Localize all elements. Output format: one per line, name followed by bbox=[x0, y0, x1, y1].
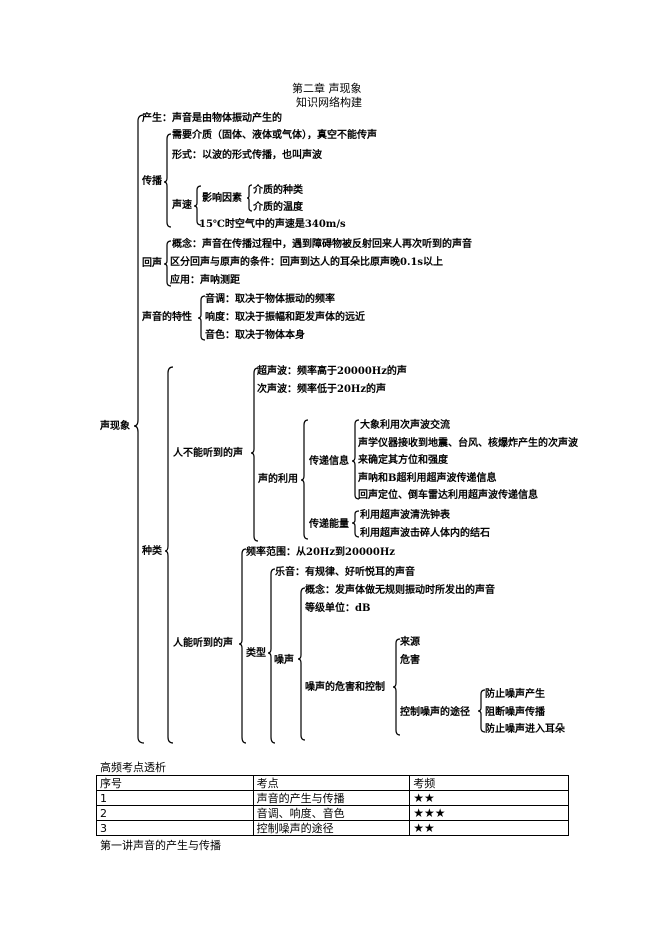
zhonglei-label: 种类 bbox=[142, 546, 162, 557]
energy-1: 利用超声波清洗钟表 bbox=[360, 510, 450, 521]
factor-1: 介质的种类 bbox=[253, 185, 303, 196]
table-row: 2 音调、响度、音色 ★★★ bbox=[96, 805, 569, 821]
noise-harm: 危害 bbox=[400, 655, 420, 666]
row-topic: 声音的产生与传播 bbox=[252, 790, 411, 806]
row-topic: 音调、响度、音色 bbox=[252, 805, 411, 821]
way-2: 阻断噪声传播 bbox=[485, 707, 545, 718]
chansheng-text: 产生：声音是由物体振动产生的 bbox=[142, 113, 282, 124]
section-footer: 第一讲声音的产生与传播 bbox=[100, 839, 221, 852]
texing-label: 声音的特性 bbox=[142, 312, 192, 323]
root-brace bbox=[133, 114, 145, 744]
control-label: 噪声的危害和控制 bbox=[305, 682, 385, 693]
heard-brace bbox=[238, 548, 247, 744]
row-freq: ★★ bbox=[409, 790, 569, 806]
info-3: 来确定其方位和强度 bbox=[358, 455, 448, 466]
energy-2: 利用超声波击碎人体内的结石 bbox=[360, 528, 490, 539]
use-brace bbox=[300, 419, 309, 540]
huisheng-label: 回声 bbox=[142, 258, 162, 269]
header-topic: 考点 bbox=[252, 775, 411, 791]
noise-concept: 概念：发声体做无规则振动时所发出的声音 bbox=[305, 585, 495, 596]
row-freq: ★★★ bbox=[409, 805, 569, 821]
info-5: 回声定位、倒车雷达利用超声波传递信息 bbox=[358, 490, 538, 501]
huisheng-use: 应用：声呐测距 bbox=[170, 275, 240, 286]
ways-brace bbox=[477, 689, 486, 733]
control-brace bbox=[392, 638, 401, 736]
header-freq: 考频 bbox=[409, 775, 569, 791]
noise-source: 来源 bbox=[400, 637, 420, 648]
zhonglei-brace bbox=[164, 366, 174, 744]
music-text: 乐音：有规律、好听悦耳的声音 bbox=[275, 567, 415, 578]
way-1: 防止噪声产生 bbox=[485, 689, 545, 700]
texing-timbre: 音色：取决于物体本身 bbox=[205, 330, 305, 341]
chuanbo-form: 形式：以波的形式传播，也叫声波 bbox=[172, 150, 322, 161]
row-index: 1 bbox=[96, 790, 254, 806]
texing-brace bbox=[197, 295, 206, 341]
way-3: 防止噪声进入耳朵 bbox=[485, 724, 565, 735]
table-row: 3 控制噪声的途径 ★★ bbox=[96, 820, 569, 836]
info-2: 声学仪器接收到地震、台风、核爆炸产生的次声波 bbox=[358, 438, 578, 449]
factors-label: 影响因素 bbox=[202, 193, 242, 204]
noise-label: 噪声 bbox=[274, 655, 294, 666]
frequency-table: 序号 考点 考频 1 声音的产生与传播 ★★ 2 音调、响度、音色 ★★★ 3 … bbox=[96, 775, 569, 836]
huisheng-distinguish: 区分回声与原声的条件：回声到达人的耳朵比原声晚0.1s以上 bbox=[170, 257, 444, 268]
ultrasound-text: 超声波：频率高于20000Hz的声 bbox=[257, 366, 407, 377]
infrasound-text: 次声波：频率低于20Hz的声 bbox=[257, 384, 387, 395]
huisheng-concept: 概念：声音在传播过程中，遇到障碍物被反射回来人再次听到的声音 bbox=[172, 239, 472, 250]
table-row: 1 声音的产生与传播 ★★ bbox=[96, 790, 569, 806]
header-index: 序号 bbox=[96, 775, 254, 791]
info-1: 大象利用次声波交流 bbox=[360, 420, 450, 431]
type-label: 类型 bbox=[246, 648, 266, 659]
info-4: 声呐和B超利用超声波传递信息 bbox=[358, 473, 497, 484]
freq-range: 频率范围：从20Hz到20000Hz bbox=[246, 547, 395, 558]
table-header-row: 序号 考点 考频 bbox=[96, 775, 569, 791]
section-subtitle: 知识网络构建 bbox=[296, 96, 362, 109]
row-index: 3 bbox=[96, 820, 254, 836]
chapter-title: 第二章 声现象 bbox=[292, 82, 362, 95]
energy-brace bbox=[351, 510, 360, 538]
heard-label: 人能听到的声 bbox=[173, 638, 233, 649]
table-title: 高频考点透析 bbox=[100, 761, 166, 774]
texing-pitch: 音调：取决于物体振动的频率 bbox=[205, 294, 335, 305]
speed-value: 15℃时空气中的声速是340m/s bbox=[199, 219, 346, 230]
chuanbo-medium: 需要介质（固体、液体或气体），真空不能传声 bbox=[172, 130, 377, 141]
info-label: 传递信息 bbox=[309, 456, 349, 467]
unheard-label: 人不能听到的声 bbox=[173, 448, 243, 459]
factors-brace bbox=[246, 184, 253, 212]
speed-label: 声速 bbox=[172, 200, 192, 211]
noise-brace bbox=[297, 587, 306, 741]
row-freq: ★★ bbox=[409, 820, 569, 836]
energy-label: 传递能量 bbox=[309, 519, 349, 530]
factor-2: 介质的温度 bbox=[253, 202, 303, 213]
texing-loudness: 响度：取决于振幅和距发声体的远近 bbox=[205, 312, 365, 323]
row-topic: 控制噪声的途径 bbox=[252, 820, 411, 836]
root-label: 声现象 bbox=[100, 421, 130, 432]
noise-unit: 等级单位：dB bbox=[305, 603, 371, 614]
chuanbo-brace bbox=[163, 133, 172, 228]
control-way-label: 控制噪声的途径 bbox=[400, 707, 470, 718]
row-index: 2 bbox=[96, 805, 254, 821]
chuanbo-label: 传播 bbox=[142, 176, 162, 187]
use-label: 声的利用 bbox=[258, 474, 298, 485]
